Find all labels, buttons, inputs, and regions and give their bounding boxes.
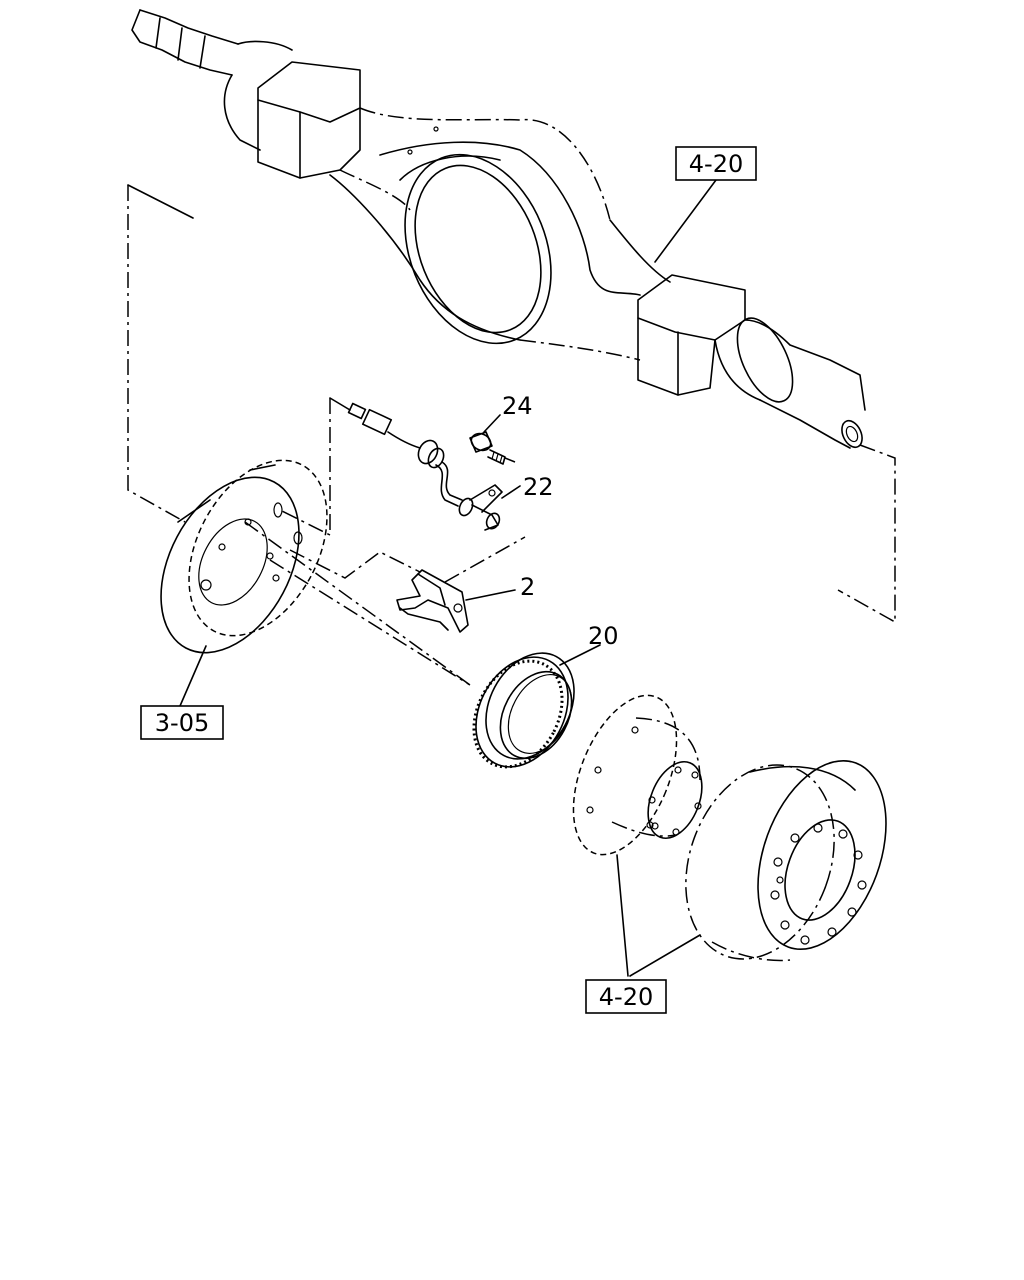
callout-ref-hub-drum: 4-20 bbox=[585, 979, 667, 1014]
axle-housing bbox=[131, 9, 866, 449]
flange-bolt bbox=[469, 431, 506, 465]
brake-drum-backing-plate bbox=[160, 459, 328, 654]
assembly-centerlines bbox=[127, 184, 896, 686]
ref-hub-drum-label: 4-20 bbox=[599, 983, 653, 1011]
brake-drum bbox=[685, 759, 887, 962]
leader-ring bbox=[559, 644, 601, 666]
leader-bolt bbox=[483, 414, 501, 433]
wheel-hub bbox=[572, 694, 703, 856]
leader-hub-ref-1 bbox=[616, 854, 629, 977]
leader-sensor bbox=[501, 485, 521, 499]
callout-ref-axle-housing: 4-20 bbox=[675, 146, 757, 181]
part-number-22: 22 bbox=[523, 473, 554, 501]
sensor-bracket bbox=[396, 569, 469, 633]
part-number-24: 24 bbox=[502, 392, 533, 420]
leader-axle-ref bbox=[654, 179, 717, 263]
ref-axle-housing-label: 4-20 bbox=[689, 150, 743, 178]
part-number-2: 2 bbox=[520, 573, 535, 601]
part-number-20: 20 bbox=[588, 622, 619, 650]
leader-bracket bbox=[465, 589, 516, 601]
abs-sensor-harness bbox=[347, 402, 503, 531]
callout-ref-brake-drum: 3-05 bbox=[140, 705, 224, 740]
ref-brake-drum-label: 3-05 bbox=[155, 709, 209, 737]
leader-hub-ref-2 bbox=[629, 934, 701, 977]
abs-tone-ring bbox=[472, 652, 575, 769]
leader-brake-ref bbox=[179, 645, 207, 707]
